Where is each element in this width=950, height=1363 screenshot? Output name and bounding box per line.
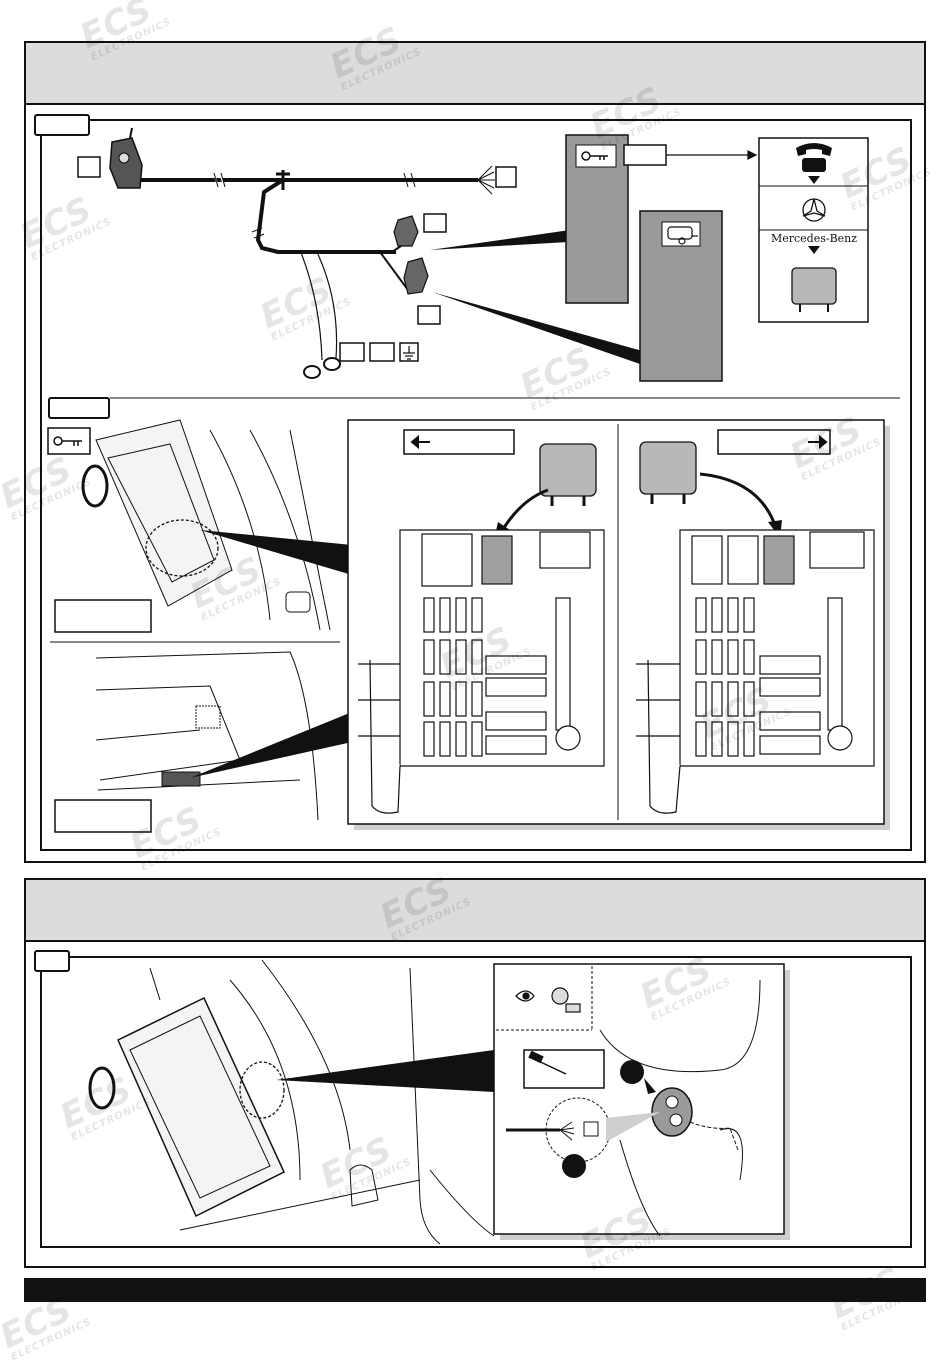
arrow-right-icon xyxy=(808,434,828,450)
key-icon xyxy=(581,151,608,161)
footer-bar xyxy=(24,1278,926,1302)
relay-icon xyxy=(791,267,837,312)
section-1-header-band xyxy=(26,43,924,105)
trailer-fuse-panel xyxy=(639,210,723,382)
label-box-ring-2 xyxy=(369,342,395,362)
location-label-box-2 xyxy=(54,799,152,833)
location-label-box-1 xyxy=(54,599,152,633)
telephone-icon xyxy=(796,143,832,172)
label-box-pin-1 xyxy=(423,213,447,233)
trailer-icon xyxy=(667,226,698,245)
fusebox-right xyxy=(636,529,875,814)
screwdriver-icon xyxy=(528,1050,567,1075)
fusebox-left xyxy=(358,529,605,814)
step-tab-2 xyxy=(34,950,70,972)
trunk-location-illustration xyxy=(95,651,319,821)
label-box-pin-2 xyxy=(417,305,441,325)
pin-connector-1-icon xyxy=(393,215,419,247)
fusebox-location-illustration xyxy=(81,419,331,631)
grommet-detail-panel xyxy=(493,963,790,1240)
step-tab-1b xyxy=(48,397,110,419)
ring-terminal-2-icon xyxy=(323,357,341,371)
screw-grommet-icon xyxy=(551,987,581,1013)
key-fuse-panel xyxy=(565,134,629,304)
pin-connector-2-icon xyxy=(403,257,429,295)
step-tab-1a xyxy=(34,114,90,136)
main-connector-icon xyxy=(109,127,143,189)
arrow-left-icon xyxy=(410,434,430,450)
step-marker-1 xyxy=(620,1060,644,1084)
label-box-wire-end xyxy=(495,166,517,188)
grommet-icon xyxy=(651,1087,693,1137)
eye-icon xyxy=(515,990,535,1002)
ring-terminal-1-icon xyxy=(303,365,321,379)
cable-label-box xyxy=(583,1121,599,1137)
fusebox-interior-illustration xyxy=(88,959,421,1231)
label-box-ring-1 xyxy=(339,342,365,362)
step-marker-2 xyxy=(562,1154,586,1178)
mercedes-star-icon xyxy=(802,198,826,222)
section-2-header-band xyxy=(26,880,924,942)
mercedes-activation-box: Mercedes-Benz xyxy=(758,137,869,323)
relay-right-icon xyxy=(639,441,697,504)
relay-left-icon xyxy=(539,443,597,506)
key-icon xyxy=(53,436,82,446)
label-box-connector xyxy=(77,156,101,178)
mercedes-benz-label: Mercedes-Benz xyxy=(771,232,857,245)
fuse-box-comparison-panel xyxy=(347,419,890,830)
t-junction-icon xyxy=(276,170,290,190)
ground-icon xyxy=(403,346,415,360)
